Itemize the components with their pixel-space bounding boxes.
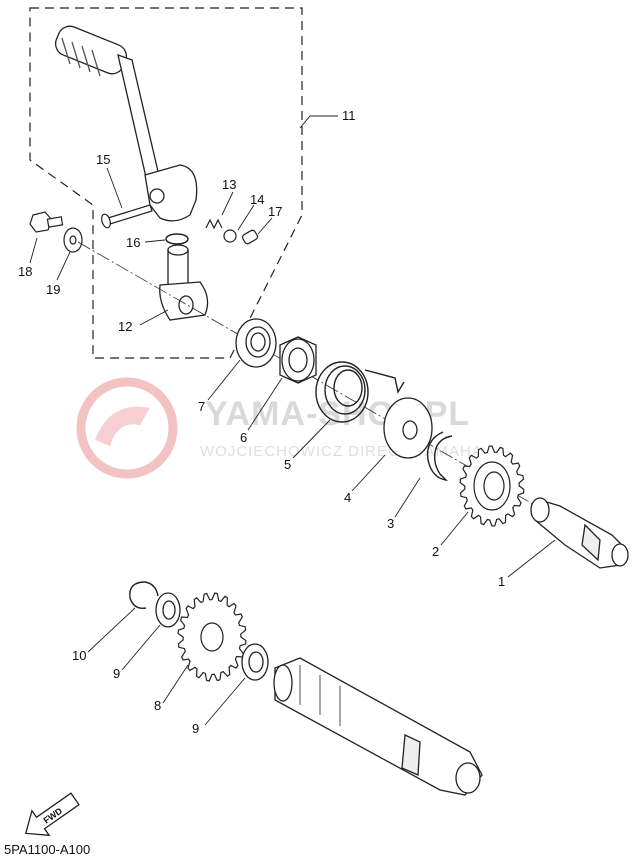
detent-parts xyxy=(205,218,259,245)
detent-spring-13 xyxy=(205,218,223,230)
circlip-3 xyxy=(426,431,453,481)
callouts: 11 15 13 14 17 16 18 19 12 7 6 5 4 3 2 1… xyxy=(18,108,505,736)
callout-10: 10 xyxy=(72,648,86,663)
detent-ball-14 xyxy=(223,229,237,243)
washer-9-lower xyxy=(241,643,269,681)
callout-8: 8 xyxy=(154,698,161,713)
torsion-spring-5 xyxy=(315,361,405,423)
callout-9-lower: 9 xyxy=(192,721,199,736)
diagram-code: 5PA1100-A100 xyxy=(4,842,90,857)
kick-lever-arm xyxy=(117,53,161,187)
bolt-15 xyxy=(101,204,153,229)
kick-boss-12 xyxy=(159,244,209,321)
circlip-10 xyxy=(129,581,147,609)
washer-4 xyxy=(383,397,433,459)
o-ring-16 xyxy=(165,233,189,245)
callout-19: 19 xyxy=(46,282,60,297)
callout-2: 2 xyxy=(432,544,439,559)
callout-3: 3 xyxy=(387,516,394,531)
idler-gear-8 xyxy=(177,592,247,682)
kick-lever-rubber xyxy=(54,25,128,75)
leader-lines xyxy=(29,115,556,726)
callout-18: 18 xyxy=(18,264,32,279)
kick-crank-assembly-outline xyxy=(29,7,303,359)
ratchet-gear-2 xyxy=(459,445,525,527)
watermark-logo-mark xyxy=(95,406,150,446)
kick-axle-1 xyxy=(530,497,629,569)
idler-shaft xyxy=(273,657,483,796)
kick-lever-bolt-hole xyxy=(149,188,165,204)
callout-7: 7 xyxy=(198,399,205,414)
callout-15: 15 xyxy=(96,152,110,167)
callout-12: 12 xyxy=(118,319,132,334)
kick-lever-boss xyxy=(144,164,198,222)
callout-1: 1 xyxy=(498,574,505,589)
seal-7 xyxy=(235,318,277,368)
callout-5: 5 xyxy=(284,457,291,472)
detent-pin-17 xyxy=(241,229,259,245)
callout-13: 13 xyxy=(222,177,236,192)
washer-9-upper xyxy=(155,592,181,628)
forward-direction-arrow: FWD xyxy=(24,792,80,837)
callout-6: 6 xyxy=(240,430,247,445)
callout-16: 16 xyxy=(126,235,140,250)
bolt-18 xyxy=(29,211,64,233)
washer-19 xyxy=(63,227,83,253)
collar-6 xyxy=(279,336,317,384)
callout-4: 4 xyxy=(344,490,351,505)
callout-11: 11 xyxy=(342,108,356,123)
kick-lever xyxy=(54,25,198,222)
callout-17: 17 xyxy=(268,204,282,219)
callout-9-upper: 9 xyxy=(113,666,120,681)
watermark-subtitle: WOJCIECHOWICZ DIRECT YAMAHA xyxy=(200,443,483,460)
callout-14: 14 xyxy=(250,192,264,207)
watermark-logo-ring xyxy=(76,377,178,479)
